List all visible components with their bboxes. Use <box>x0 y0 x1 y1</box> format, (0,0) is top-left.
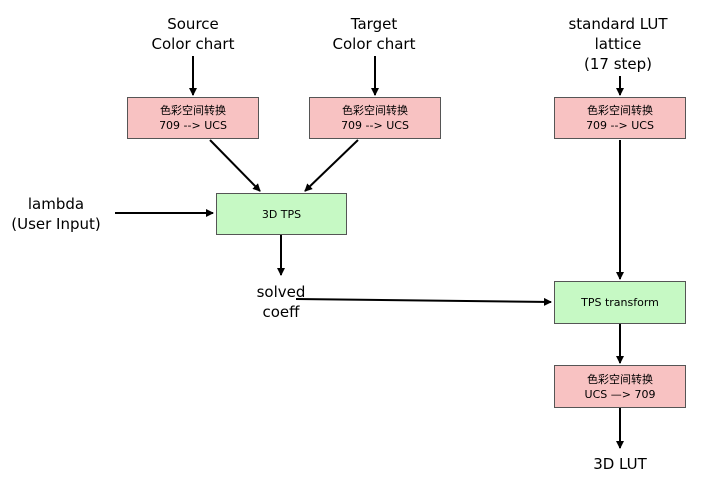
edge-coeff-to-transform <box>295 297 552 306</box>
target-color-chart-label: Target Color chart <box>332 15 416 53</box>
lut-3d-output-label: 3D LUT <box>593 455 647 473</box>
tps-transform-box: TPS transform <box>554 281 686 324</box>
lambda-input-label: lambda (User Input) <box>11 195 101 233</box>
edge-convert-source-to-tps <box>209 139 261 192</box>
standard-lut-lattice-label: standard LUT lattice (17 step) <box>568 15 668 73</box>
color-convert-target-box: 色彩空间转换 709 --> UCS <box>309 97 441 139</box>
color-convert-lattice-box: 色彩空间转换 709 --> UCS <box>554 97 686 139</box>
solved-coeff-label: solved coeff <box>256 283 306 321</box>
edge-convert-target-to-tps <box>304 139 359 192</box>
color-convert-output-box: 色彩空间转换 UCS —> 709 <box>554 365 686 408</box>
color-convert-source-box: 色彩空间转换 709 --> UCS <box>127 97 259 139</box>
tps-3d-box: 3D TPS <box>216 193 347 235</box>
source-color-chart-label: Source Color chart <box>151 15 235 53</box>
